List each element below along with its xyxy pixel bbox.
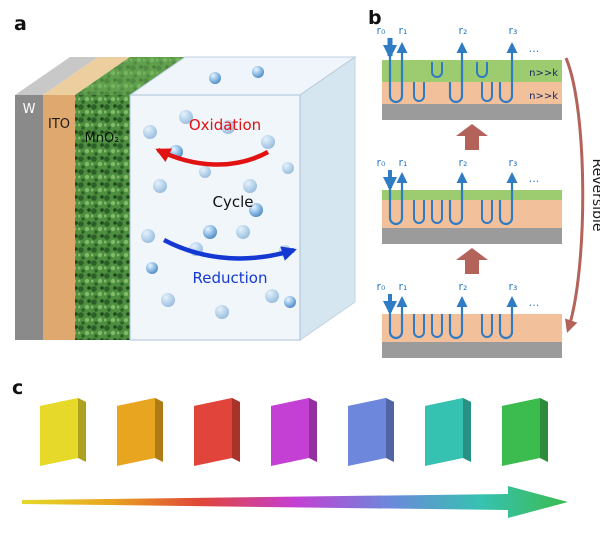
ray-paths-bottom <box>383 294 518 340</box>
oxidation-arrow <box>155 147 270 167</box>
ray-ellipsis: ... <box>529 172 540 185</box>
reversible-label: Reversible <box>589 159 600 232</box>
ray-label-r1: r₁ <box>399 156 408 169</box>
mno2-layer-top-texture <box>75 57 185 95</box>
reduction-annotation: Reduction <box>162 238 297 287</box>
film-orange <box>382 314 562 342</box>
ray-label-r2: r₂ <box>459 156 468 169</box>
oxidation-annotation: Oxidation <box>155 116 270 167</box>
substrate-gray <box>382 342 562 358</box>
ray-paths-middle <box>383 170 518 226</box>
color-gradient-arrow <box>22 486 568 518</box>
w-layer-top <box>15 57 98 95</box>
oxidation-label: Oxidation <box>189 116 261 134</box>
ito-layer-top <box>43 57 130 95</box>
reduction-arrow <box>162 238 297 261</box>
ray-label-r3: r₃ <box>509 24 518 37</box>
ito-layer-front <box>43 95 75 340</box>
ray-label-r1: r₁ <box>399 24 408 37</box>
w-label: W <box>23 102 36 117</box>
film-orange <box>382 82 562 104</box>
panel-b-label: b <box>368 7 382 29</box>
device-stack <box>15 56 357 341</box>
panel-a: a <box>14 13 357 341</box>
ray-ellipsis: ... <box>529 296 540 309</box>
ray-ellipsis: ... <box>529 42 540 55</box>
ray-label-r0: r₀ <box>377 24 387 37</box>
ray-label-r2: r₂ <box>459 280 468 293</box>
ray-label-r0: r₀ <box>377 280 387 293</box>
color-slab-teal <box>425 398 471 466</box>
film-green-thin <box>382 190 562 200</box>
ray-label-r3: r₃ <box>509 280 518 293</box>
w-layer-front <box>15 95 43 340</box>
color-slab-magenta <box>271 398 317 466</box>
ray-label-r0: r₀ <box>377 156 387 169</box>
panel-a-label: a <box>14 13 27 35</box>
film-orange <box>382 200 562 228</box>
electrolyte-side <box>299 56 356 341</box>
step-up-arrow-1 <box>456 124 488 150</box>
color-slab-orange <box>117 398 163 466</box>
ray-labels-top: r₀ r₁ r₂ r₃ ... <box>377 24 540 55</box>
substrate-gray <box>382 104 562 120</box>
film-green <box>382 60 562 82</box>
mno2-layer-front <box>75 95 130 340</box>
mno2-label: MnO₂ <box>85 131 120 146</box>
ray-paths-top <box>383 38 518 104</box>
ray-labels-middle: r₀ r₁ r₂ r₃ ... <box>377 156 540 185</box>
color-slab-blue <box>348 398 394 466</box>
color-slab-red <box>194 398 240 466</box>
panel-b: b n>>k n>>k r₀ r₁ r₂ r₃ <box>368 7 600 358</box>
step-up-arrow-2 <box>456 248 488 274</box>
electrolyte-front <box>129 94 301 341</box>
index-note-orange: n>>k <box>529 91 558 102</box>
ito-label: ITO <box>48 117 70 132</box>
ray-labels-bottom: r₀ r₁ r₂ r₃ ... <box>377 280 540 309</box>
reduction-label: Reduction <box>193 269 268 287</box>
panel-c: c <box>12 377 568 518</box>
stack-thick-film: n>>k n>>k r₀ r₁ r₂ r₃ ... <box>377 24 562 120</box>
panel-c-label: c <box>12 377 23 399</box>
ray-label-r2: r₂ <box>459 24 468 37</box>
color-slab-green <box>502 398 548 466</box>
reversible-annotation: Reversible <box>564 57 600 333</box>
reversible-arrow <box>564 57 585 333</box>
cycle-label: Cycle <box>213 193 254 211</box>
substrate-gray <box>382 228 562 244</box>
ray-label-r1: r₁ <box>399 280 408 293</box>
stack-thin-film: r₀ r₁ r₂ r₃ ... <box>377 156 562 244</box>
stack-bare: r₀ r₁ r₂ r₃ ... <box>377 280 562 358</box>
index-note-green: n>>k <box>529 68 558 79</box>
ray-label-r3: r₃ <box>509 156 518 169</box>
color-slab-yellow <box>40 398 86 466</box>
